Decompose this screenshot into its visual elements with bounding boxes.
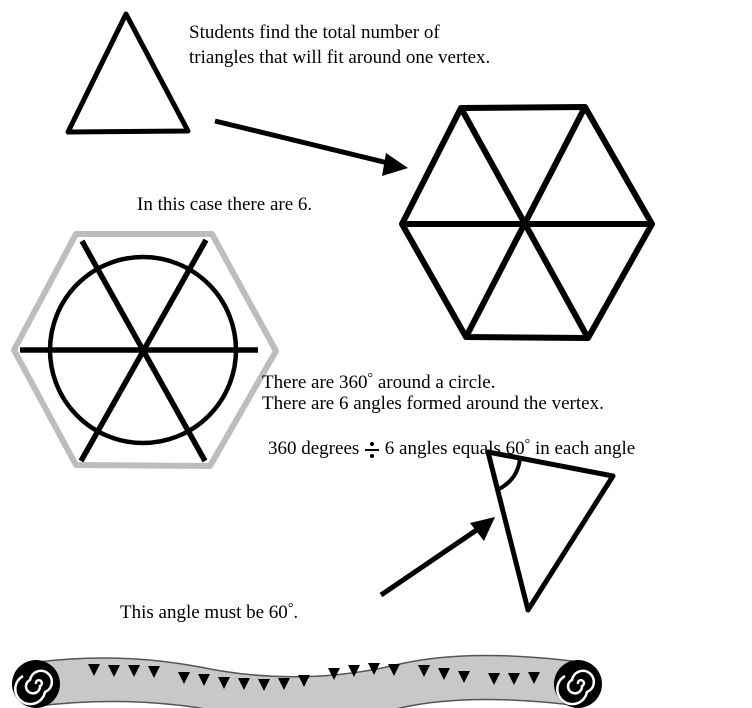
- angle-arc: [496, 457, 522, 492]
- ghost-hexagon: [11, 231, 279, 469]
- arrow-to-angle: [379, 517, 495, 598]
- single-triangle: [65, 11, 191, 135]
- arrow-to-hexagon: [214, 118, 408, 176]
- intro-caption-line2: triangles that will fit around one verte…: [189, 47, 491, 68]
- circle-caption: There are 360° around a circle.: [262, 371, 496, 393]
- single-angle-triangle: [485, 449, 616, 613]
- division-sign-icon: [364, 439, 380, 461]
- hexagon-of-triangles: [399, 104, 655, 341]
- circle-around-vertex: [11, 231, 279, 469]
- calculation-caption: 360 degrees 6 angles equals 60° in each …: [268, 437, 636, 461]
- six-angle-rays: [20, 238, 258, 463]
- left-spiral: [12, 660, 60, 708]
- angles-caption: There are 6 angles formed around the ver…: [262, 393, 604, 414]
- case-caption: In this case there are 6.: [137, 194, 313, 215]
- final-caption: This angle must be 60°.: [120, 601, 299, 623]
- intro-caption-line1: Students find the total number of: [189, 22, 440, 43]
- right-spiral: [554, 660, 602, 708]
- decorative-border-strip: [12, 654, 602, 708]
